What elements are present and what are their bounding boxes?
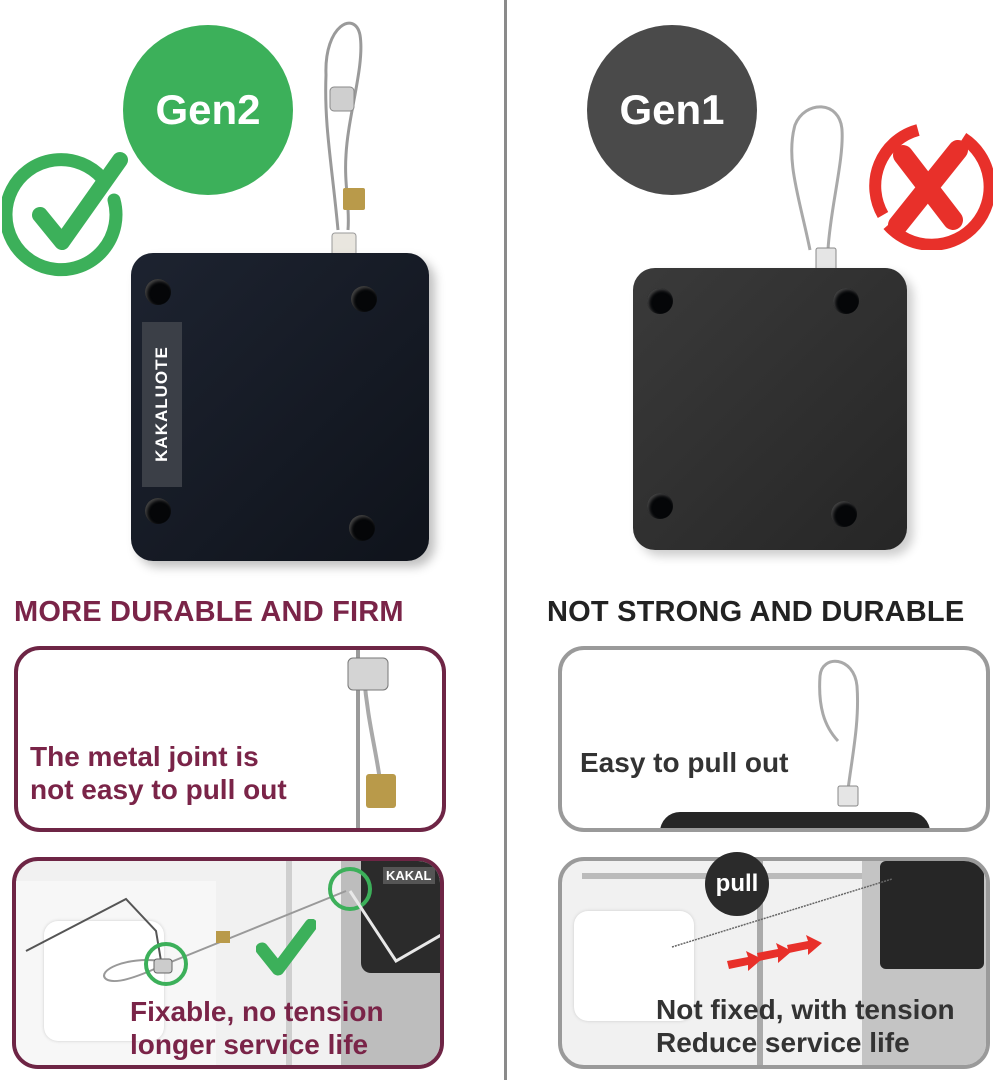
device-top-edge bbox=[660, 812, 930, 828]
screw-hole bbox=[833, 288, 859, 314]
fixable-text-line1: Fixable, no tension bbox=[130, 996, 384, 1027]
window-frame bbox=[582, 873, 982, 879]
screw-hole bbox=[647, 288, 673, 314]
gen2-check-icon bbox=[0, 150, 132, 280]
pull-badge: pull bbox=[705, 852, 769, 916]
screw-hole bbox=[145, 498, 171, 524]
fixable-text: Fixable, no tension longer service life bbox=[130, 995, 384, 1061]
adhesive-hook bbox=[44, 921, 164, 1041]
brand-label-strip: KAKALUOTE bbox=[142, 322, 182, 487]
tension-text-line2: Reduce service life bbox=[656, 1027, 910, 1058]
loose-cable-icon bbox=[802, 650, 882, 816]
pull-badge-label: pull bbox=[715, 870, 759, 897]
gen2-panel-fixable: KAKAL Fixable, no tension longer service… bbox=[12, 857, 444, 1069]
gen2-heading: MORE DURABLE AND FIRM bbox=[14, 596, 404, 628]
gen1-cable-icon bbox=[780, 100, 860, 275]
fixable-text-line2: longer service life bbox=[130, 1029, 369, 1060]
screw-hole bbox=[647, 493, 673, 519]
gen2-panel-metal-joint: The metal joint is not easy to pull out bbox=[14, 646, 446, 832]
metal-joint-cable-icon bbox=[328, 650, 408, 828]
gen1-x-icon bbox=[863, 120, 996, 251]
check-icon bbox=[255, 918, 318, 984]
gen1-panel-pull-out: Easy to pull out bbox=[558, 646, 990, 832]
brand-label: KAKALUOTE bbox=[152, 346, 171, 462]
gen2-badge: Gen2 bbox=[123, 25, 293, 195]
screw-hole bbox=[351, 286, 377, 312]
window-frame-vertical bbox=[757, 861, 763, 1065]
metal-joint-text-line2: not easy to pull out bbox=[30, 774, 287, 805]
device-mounted: KAKAL bbox=[361, 861, 440, 973]
gen1-heading: NOT STRONG AND DURABLE bbox=[547, 596, 965, 628]
brand-snippet: KAKAL bbox=[383, 867, 435, 884]
metal-joint-text: The metal joint is not easy to pull out bbox=[30, 740, 287, 806]
tension-cable-diagram-icon bbox=[671, 878, 893, 971]
tension-text: Not fixed, with tension Reduce service l… bbox=[656, 993, 955, 1059]
tension-text-line1: Not fixed, with tension bbox=[656, 994, 955, 1025]
gen1-badge: Gen1 bbox=[587, 25, 757, 195]
adhesive-hook bbox=[574, 911, 694, 1021]
screw-hole bbox=[349, 515, 375, 541]
gen2-cable-icon bbox=[310, 5, 380, 260]
screw-hole bbox=[831, 501, 857, 527]
metal-joint-text-line1: The metal joint is bbox=[30, 741, 259, 772]
gen1-badge-label: Gen1 bbox=[619, 86, 725, 133]
gen1-device bbox=[633, 268, 907, 550]
gen1-panel-tension: Not fixed, with tension Reduce service l… bbox=[558, 857, 990, 1069]
device-mounted bbox=[880, 861, 984, 969]
gen2-badge-label: Gen2 bbox=[155, 86, 261, 133]
column-divider bbox=[504, 0, 507, 1080]
screw-hole bbox=[145, 279, 171, 305]
easy-pull-out-text: Easy to pull out bbox=[580, 747, 789, 778]
fixed-cable-diagram-icon bbox=[25, 867, 440, 986]
